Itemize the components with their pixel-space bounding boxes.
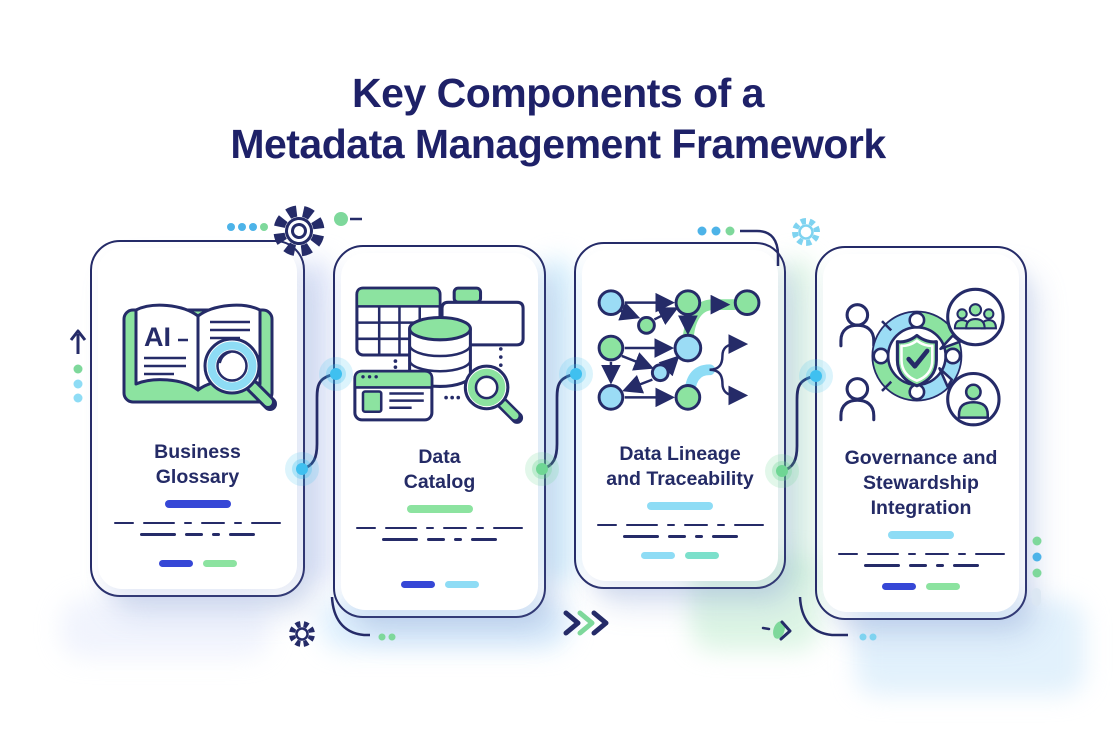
page-title-line1: Key Components of a [352, 70, 764, 116]
footer-bar [202, 559, 237, 567]
accent-bar [406, 505, 473, 513]
accent-bar [888, 531, 954, 539]
gear-icon [792, 218, 820, 246]
card-title-line: and Traceability [606, 468, 754, 490]
key-dot-icon [334, 212, 362, 226]
chevron-forward-icon [563, 610, 609, 636]
card-title-line: Data Lineage [619, 443, 741, 465]
card-title: Governance and Stewardship Integration [845, 446, 998, 521]
placeholder-text-lines [350, 526, 530, 541]
card-title-line: Governance and [844, 447, 998, 469]
footer-bar [444, 580, 479, 588]
card-data-lineage: Data Lineage and Traceability [574, 242, 786, 589]
bottom-wash [60, 598, 270, 658]
card-title-line: Integration [870, 497, 972, 519]
card-body: Data Catalog [341, 253, 538, 610]
card-title-line: Stewardship [863, 472, 979, 494]
footer-bar [158, 559, 193, 567]
footer-bars [641, 551, 719, 559]
dots-column-right [1032, 536, 1042, 606]
card-title-line: Business [154, 441, 241, 463]
governance-shield-icon [828, 276, 1014, 434]
card-title: Business Glossary [154, 440, 241, 490]
footer-bar [926, 582, 960, 590]
bottom-wash [855, 600, 1085, 695]
dots-row-top-left [227, 223, 268, 231]
placeholder-text-lines [108, 521, 288, 536]
gear-icon [289, 621, 315, 647]
footer-bar [685, 551, 719, 559]
card-body: AI Business Glossa [98, 248, 297, 589]
placeholder-text-lines [831, 552, 1011, 567]
page-title-line2: Metadata Management Framework [230, 121, 886, 167]
card-title-line: Glossary [155, 466, 240, 488]
card-title-line: Data [418, 446, 461, 468]
gap-wash [783, 258, 813, 584]
card-title: Data Catalog [404, 445, 476, 495]
card-body: Data Lineage and Traceability [582, 250, 778, 581]
card-title: Data Lineage and Traceability [606, 442, 753, 492]
book-ai-magnifier-icon: AI [105, 270, 291, 428]
accent-bar [647, 502, 713, 510]
card-governance: Governance and Stewardship Integration [815, 246, 1027, 620]
up-arrow-icon [69, 329, 87, 354]
lineage-flow-icon [589, 272, 771, 430]
card-business-glossary: AI Business Glossa [90, 240, 305, 597]
accent-bar [164, 500, 231, 508]
footer-bars [158, 559, 237, 567]
footer-bars [400, 580, 479, 588]
footer-bar [400, 580, 435, 588]
svg-text:AI: AI [144, 322, 171, 352]
page-title: Key Components of a Metadata Management … [0, 68, 1116, 170]
card-data-catalog: Data Catalog [333, 245, 546, 618]
gap-wash [303, 258, 333, 584]
card-title-line: Catalog [403, 471, 476, 493]
footer-bar [641, 551, 675, 559]
dots-row-top-right [697, 226, 735, 236]
gap-wash [543, 258, 573, 584]
footer-bar [882, 582, 916, 590]
footer-bars [882, 582, 960, 590]
dots-column-left [73, 364, 83, 403]
card-body: Governance and Stewardship Integration [823, 254, 1019, 612]
data-catalog-icon [347, 275, 533, 433]
placeholder-text-lines [590, 523, 770, 538]
